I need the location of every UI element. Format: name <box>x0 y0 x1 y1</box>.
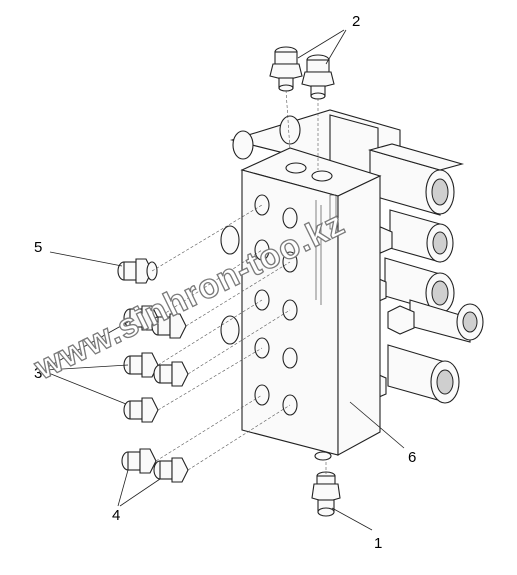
solenoid-1 <box>367 143 465 216</box>
fitting-top-left <box>269 46 303 92</box>
fitting-item-5 <box>117 258 158 284</box>
fittings-item-3 <box>123 305 189 423</box>
fitting-3b <box>151 313 187 339</box>
fittings-item-4 <box>121 448 189 483</box>
solenoid-5 <box>387 344 460 404</box>
leader-lines <box>45 29 405 531</box>
fitting-top-right <box>301 54 335 100</box>
fitting-3e <box>123 397 159 423</box>
manifold-ports <box>254 194 298 416</box>
fitting-item-1 <box>311 471 341 517</box>
manifold-block <box>240 147 382 461</box>
solenoid-3 <box>384 257 455 314</box>
engraving-marks <box>315 194 337 305</box>
callout-labels: 2 5 3 6 4 1 <box>34 13 416 552</box>
solenoid-2 <box>389 209 454 263</box>
fitting-4a <box>121 448 157 474</box>
fitting-3d <box>153 361 189 387</box>
callout-4: 4 <box>112 507 120 524</box>
callout-3: 3 <box>34 365 42 382</box>
callout-6: 6 <box>408 449 416 466</box>
solenoid-valve-stack <box>220 109 484 404</box>
callout-1: 1 <box>374 535 382 552</box>
assembly-lines <box>151 89 327 474</box>
solenoid-4 <box>409 299 484 343</box>
fitting-4b <box>153 457 189 483</box>
fitting-3c <box>123 352 159 378</box>
callout-5: 5 <box>34 239 42 256</box>
callout-2: 2 <box>352 13 360 30</box>
